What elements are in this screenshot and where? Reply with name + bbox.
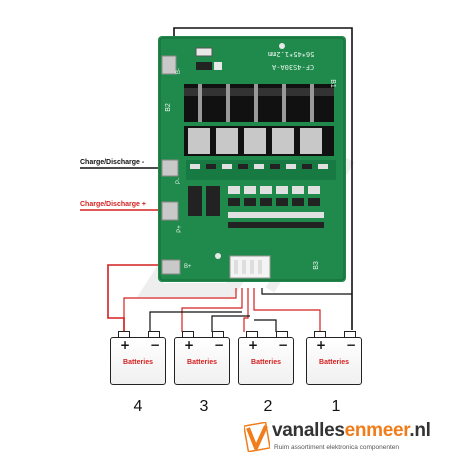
wire-c4b <box>254 319 277 332</box>
wire-c1 <box>123 288 237 332</box>
battery-number-2: 2 <box>263 398 273 415</box>
charge-discharge-negative-label: Charge/Discharge - <box>80 159 145 166</box>
battery-label: Batteries <box>187 359 217 366</box>
terminal-plus <box>246 331 258 339</box>
battery-number-3: 3 <box>199 398 209 415</box>
pad-p-plus <box>161 201 179 221</box>
battery-body <box>306 337 362 385</box>
terminal-minus <box>212 331 224 339</box>
battery-label: Batteries <box>123 359 153 366</box>
battery-body <box>110 337 166 385</box>
pad-p-minus <box>161 159 179 177</box>
board-model-text: CF-4S30A-A <box>272 63 315 71</box>
mosfet-row-top <box>184 84 334 122</box>
minus-symbol: − <box>150 338 161 352</box>
plus-symbol: + <box>316 338 327 352</box>
battery-body <box>174 337 230 385</box>
board-tag-b2: B2 <box>164 103 172 112</box>
brand-name-part1: vanalles <box>272 420 345 441</box>
battery-body <box>238 337 294 385</box>
terminal-plus <box>118 331 130 339</box>
brand-icon <box>244 422 270 452</box>
pad-b-plus <box>161 259 181 275</box>
board-size-text: 56*45*1.2mm <box>268 50 315 58</box>
battery-label: Batteries <box>319 359 349 366</box>
pad-label-p-plus: P+ <box>176 225 183 233</box>
plus-symbol: + <box>120 338 131 352</box>
terminal-minus <box>344 331 356 339</box>
wire-c3 <box>243 288 249 332</box>
battery-number-4: 4 <box>133 398 143 415</box>
pad-label-b-minus: B- <box>176 68 182 74</box>
smd-grid <box>186 160 336 228</box>
minus-symbol: − <box>346 338 357 352</box>
board-tag-b1: B1 <box>328 79 336 88</box>
wire-c4 <box>253 288 321 332</box>
brand-logo: vanallesenmeer.nl Ruim assortiment elekt… <box>244 418 456 458</box>
wire-c3b <box>211 315 250 332</box>
board-tag-b3: B3 <box>312 261 320 270</box>
brand-name: vanallesenmeer.nl <box>272 420 431 442</box>
brand-tagline: Ruim assortiment elektronica componenten <box>274 444 400 451</box>
pad-label-p-minus: P- <box>176 178 182 184</box>
terminal-minus <box>276 331 288 339</box>
wire-c5 <box>261 288 352 295</box>
wire-c2b <box>149 311 242 332</box>
mosfet-row-mid <box>184 126 334 156</box>
battery-number-1: 1 <box>331 398 341 415</box>
terminal-plus <box>314 331 326 339</box>
battery-2: + − Batteries <box>238 329 294 385</box>
brand-name-part3: .nl <box>409 420 431 441</box>
pad-label-b-plus: B+ <box>184 264 192 270</box>
battery-3: + − Batteries <box>174 329 230 385</box>
brand-name-part2: enmeer <box>344 420 410 441</box>
battery-1: + − Batteries <box>306 329 362 385</box>
terminal-plus <box>182 331 194 339</box>
battery-4: + − Batteries <box>110 329 166 385</box>
battery-label: Batteries <box>251 359 281 366</box>
terminal-minus <box>148 331 160 339</box>
wire-c2 <box>181 288 243 332</box>
pad-b-minus <box>161 55 177 75</box>
plus-symbol: + <box>184 338 195 352</box>
charge-discharge-positive-label: Charge/Discharge + <box>80 201 146 208</box>
pcb-board <box>158 36 346 282</box>
minus-symbol: − <box>214 338 225 352</box>
plus-symbol: + <box>248 338 259 352</box>
minus-symbol: − <box>278 338 289 352</box>
